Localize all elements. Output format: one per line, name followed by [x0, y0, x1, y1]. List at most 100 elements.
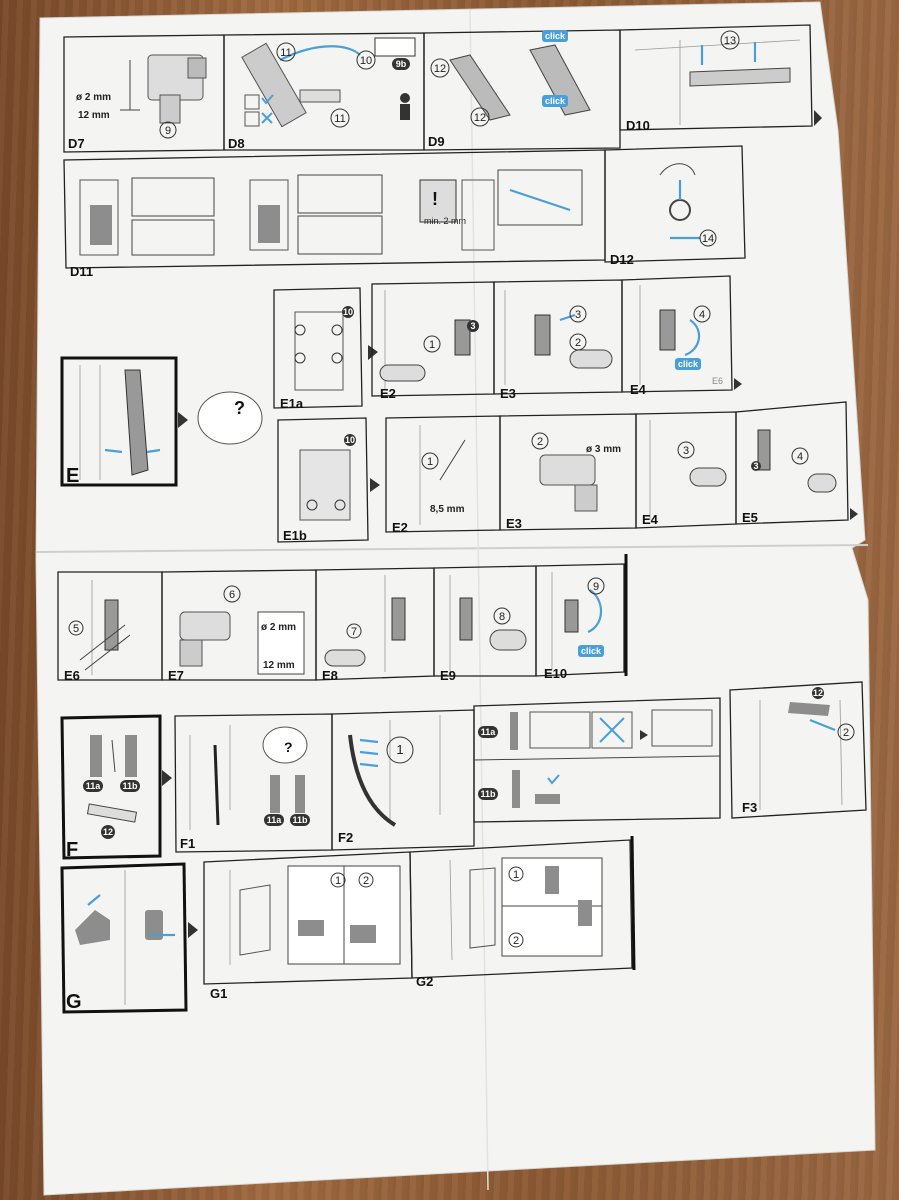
panel-e6: 5 E6: [57, 571, 163, 683]
panel-e1b: 10 E1b: [277, 417, 380, 543]
f-label: F: [66, 839, 78, 861]
e8-step: 7: [351, 626, 357, 638]
panel-d7: 9 ø 2 mm 12 mm D7: [63, 34, 225, 153]
e3a-label: E3: [500, 386, 516, 401]
d8-step-11b: 11: [334, 113, 345, 125]
e3b-step: 2: [537, 436, 543, 448]
panel-e7: 6 ø 2 mm 12 mm E7: [161, 569, 317, 683]
panel-e9: 8 E9: [433, 565, 537, 683]
e9-label: E9: [440, 668, 456, 683]
panel-d10: 13 D10: [619, 24, 822, 133]
e4a-ref: E6: [712, 376, 723, 386]
panel-f2-detail: 11a 11b: [473, 697, 721, 823]
e10-label: E10: [544, 666, 567, 681]
g-label: G: [66, 991, 82, 1013]
e7-step: 6: [229, 589, 235, 601]
d10-label: D10: [626, 118, 650, 133]
f3-step-2: 2: [843, 727, 849, 739]
e7-dim-depth: 12 mm: [263, 660, 295, 671]
e1a-step: 10: [343, 307, 353, 317]
e2a-label: E2: [380, 386, 396, 401]
f-part-11b: 11b: [122, 781, 138, 791]
svg-text:?: ?: [234, 398, 245, 418]
f-part-11a: 11a: [86, 781, 102, 791]
f1-part-11a: 11a: [267, 815, 283, 825]
panel-e1a: 10 E1a: [273, 287, 378, 411]
f2-tag-11b: 11b: [480, 789, 496, 799]
d9-click-top: click: [545, 31, 566, 41]
e9-step: 8: [499, 611, 505, 623]
g2-label: G2: [416, 974, 433, 989]
panel-d9: click click 12 12 D9: [423, 29, 621, 151]
panel-f: 11a 11b 12 F: [60, 714, 172, 861]
e1a-label: E1a: [280, 396, 304, 411]
d7-label: D7: [68, 136, 85, 151]
d9-step-12b: 12: [474, 112, 486, 124]
g2-step-1: 1: [513, 869, 519, 881]
panel-d12: 14 D12: [604, 145, 746, 267]
e4a-click: click: [678, 359, 699, 369]
e5b-step-3: 3: [753, 461, 758, 471]
panel-d8: 11 10 9b 11 D8: [223, 32, 425, 151]
f2-step: 1: [396, 742, 403, 757]
paper-fold-line: [35, 544, 869, 553]
f1-label: F1: [180, 836, 195, 851]
f3-label: F3: [742, 800, 757, 815]
panel-e4a: 4 click E6 E4: [621, 275, 742, 397]
e2b-step: 1: [427, 456, 433, 468]
f-part-12: 12: [103, 827, 113, 837]
e4a-step: 4: [699, 309, 705, 321]
d11-label: D11: [70, 264, 93, 279]
e2a-step-1: 1: [429, 339, 435, 351]
svg-text:?: ?: [284, 739, 293, 755]
f1-part-11b: 11b: [292, 815, 308, 825]
svg-text:!: !: [432, 189, 438, 209]
e6-label: E6: [64, 668, 80, 683]
e6-step: 5: [73, 623, 79, 635]
panel-e2a: 1 3 E2: [371, 281, 495, 401]
panel-f2: 1 F2: [331, 709, 475, 851]
panel-e5b: 3 4 E5: [735, 401, 858, 525]
g1-step-1: 1: [335, 875, 341, 887]
d9-step-12a: 12: [434, 63, 446, 75]
panel-e4b: 3 E4: [635, 411, 737, 529]
d12-step: 14: [702, 233, 714, 245]
panel-g: G: [60, 862, 198, 1014]
e2a-step-3: 3: [470, 321, 475, 331]
d7-step: 9: [165, 125, 171, 137]
d8-step-11a: 11: [280, 47, 291, 59]
e1b-step: 10: [345, 435, 355, 445]
panel-e8: 7 E8: [315, 567, 435, 683]
g1-label: G1: [210, 986, 227, 1001]
e5b-step-4: 4: [797, 451, 803, 463]
panel-e3b: 2 ø 3 mm E3: [499, 413, 637, 531]
d9-click-bottom: click: [545, 96, 566, 106]
panel-e: E ?: [60, 356, 263, 487]
d7-dim-depth: 12 mm: [78, 110, 110, 121]
e3a-step-3: 3: [575, 309, 581, 321]
e3b-label: E3: [506, 516, 522, 531]
e3b-dim: ø 3 mm: [586, 444, 621, 455]
e2b-label: E2: [392, 520, 408, 535]
e4b-step: 3: [683, 445, 689, 457]
e5b-label: E5: [742, 510, 758, 525]
paper-sheet: [36, 2, 875, 1195]
f2-tag-11a: 11a: [481, 727, 497, 737]
d7-dim-diameter: ø 2 mm: [76, 92, 111, 103]
d8-step-9b: 9b: [396, 59, 407, 69]
g1-step-2: 2: [363, 875, 369, 887]
e3a-step-2: 2: [575, 337, 581, 349]
panel-d11: ! min. 2 mm D11: [63, 149, 606, 279]
d8-label: D8: [228, 136, 245, 151]
e-label: E: [66, 465, 79, 487]
e10-step: 9: [593, 581, 599, 593]
e7-label: E7: [168, 668, 184, 683]
panel-g2: 1 2 G2: [409, 835, 636, 989]
e2b-dim: 8,5 mm: [430, 504, 465, 515]
e4a-label: E4: [630, 382, 647, 397]
e8-label: E8: [322, 668, 338, 683]
e7-dim-diameter: ø 2 mm: [261, 622, 296, 633]
f3-step-12: 12: [813, 688, 823, 698]
d8-step-10: 10: [360, 55, 372, 67]
